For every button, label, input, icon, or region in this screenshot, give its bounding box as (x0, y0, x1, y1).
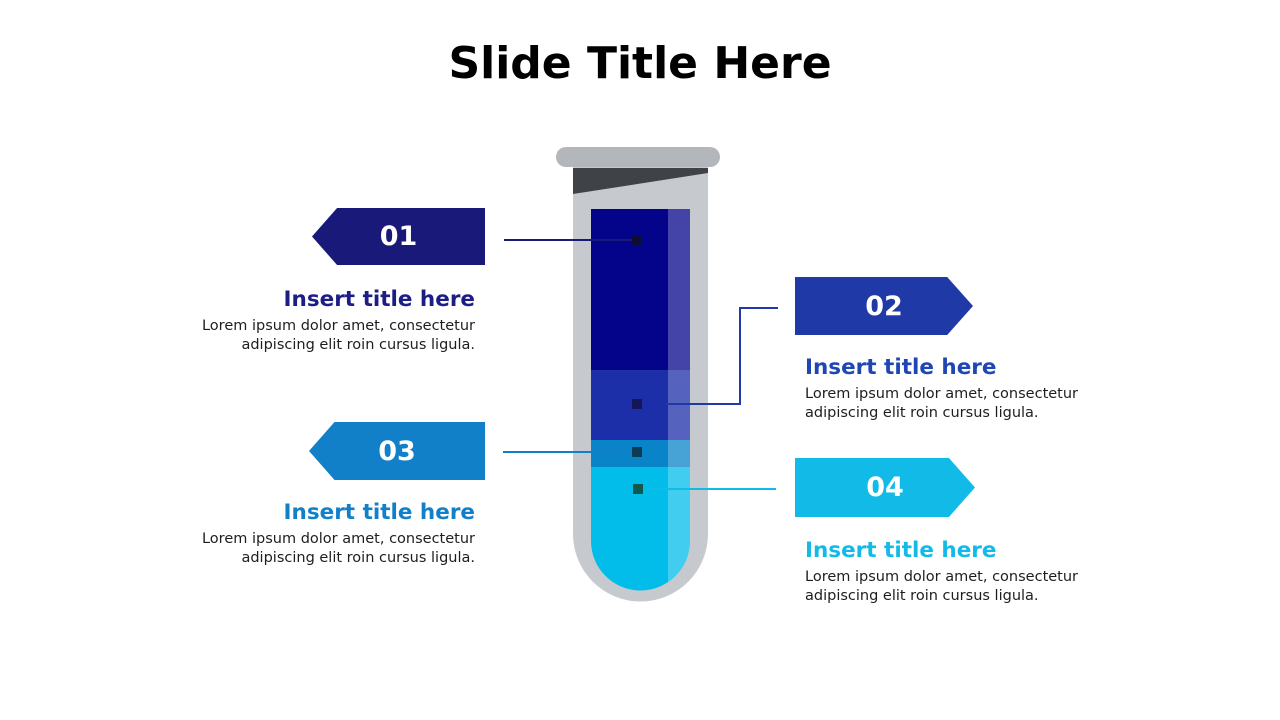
item-title: Insert title here (805, 355, 997, 380)
slide-title: Slide Title Here (448, 38, 832, 89)
liquid-highlight (668, 209, 690, 591)
item-text-2: Insert title here Lorem ipsum dolor amet… (805, 356, 1105, 422)
arrow-banner-04: 04 (795, 458, 975, 517)
item-description: Lorem ipsum dolor amet, consectetur adip… (805, 569, 1079, 604)
liquid-marker-1 (632, 235, 642, 245)
item-text-3: Insert title here Lorem ipsum dolor amet… (185, 501, 475, 567)
arrow-number: 01 (379, 221, 418, 252)
item-description: Lorem ipsum dolor amet, consectetur adip… (201, 531, 475, 566)
liquid-marker-2 (632, 399, 642, 409)
arrow-number: 02 (865, 290, 903, 322)
arrow-banner-01: 01 (312, 208, 485, 265)
tube-opening (573, 168, 708, 194)
tube-rim (556, 147, 720, 167)
item-description: Lorem ipsum dolor amet, consectetur adip… (805, 386, 1079, 421)
arrow-number: 04 (866, 472, 904, 503)
arrow-number: 03 (378, 435, 416, 467)
item-title: Insert title here (283, 500, 475, 525)
item-text-1: Insert title here Lorem ipsum dolor amet… (185, 288, 475, 354)
arrow-banner-03: 03 (309, 422, 485, 480)
connector-line-2 (666, 307, 778, 405)
item-title: Insert title here (283, 287, 475, 312)
item-title: Insert title here (805, 538, 997, 563)
liquid-marker-4 (633, 484, 643, 494)
item-text-4: Insert title here Lorem ipsum dolor amet… (805, 539, 1105, 605)
arrow-banner-02: 02 (795, 277, 973, 335)
liquid-marker-3 (632, 447, 642, 457)
item-description: Lorem ipsum dolor amet, consectetur adip… (201, 318, 475, 353)
